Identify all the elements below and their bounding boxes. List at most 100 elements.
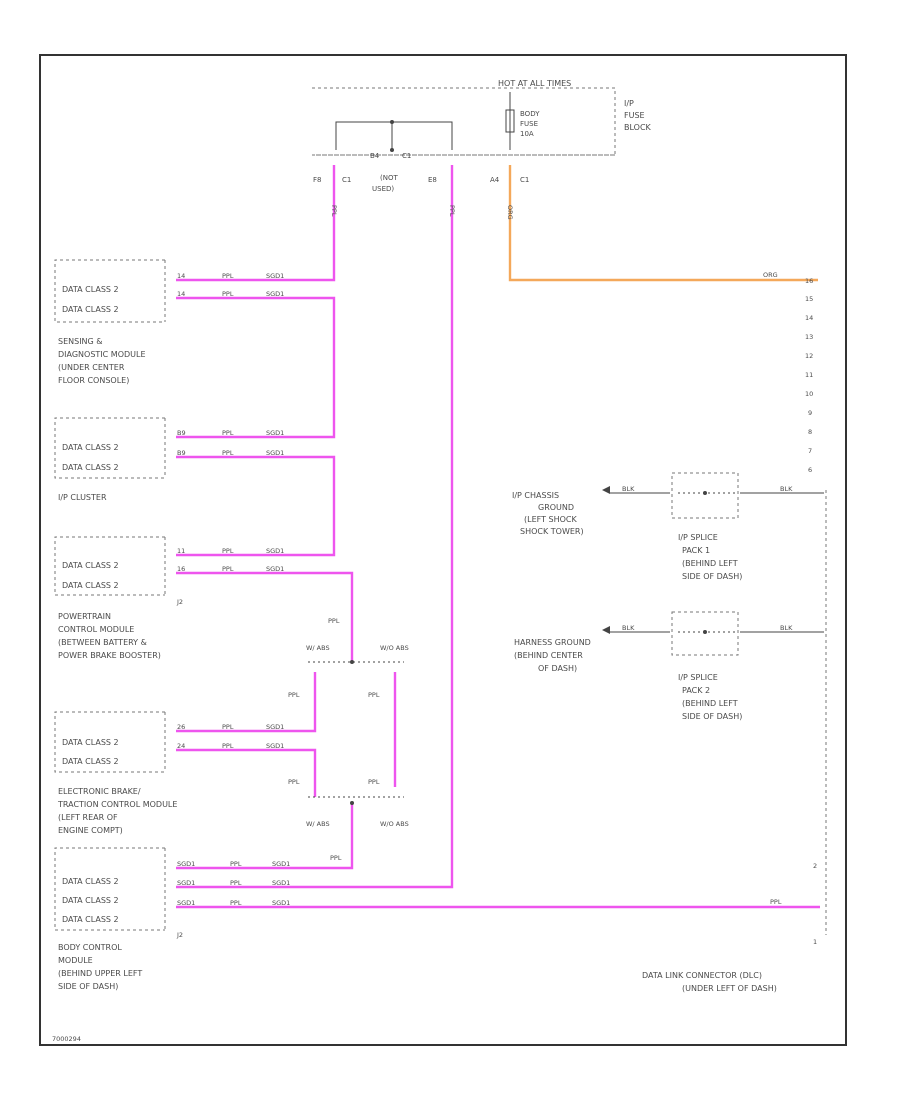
module-bcm-pin2: SGD1 [177, 879, 195, 887]
ground-1-name-3: (LEFT SHOCK [524, 515, 578, 524]
ground-2-name-2: (BEHIND CENTER [514, 651, 583, 660]
module-sdm: DATA CLASS 2 DATA CLASS 2 14 14 PPL PPL … [54, 259, 284, 385]
module-sdm-wire1: PPL [222, 272, 234, 280]
module-sdm-wire2: PPL [222, 290, 234, 298]
module-ebtcm-name-1: ELECTRONIC BRAKE/ [58, 787, 141, 796]
module-bcm-pin3-label: DATA CLASS 2 [62, 915, 119, 924]
module-cluster-name: I/P CLUSTER [58, 493, 107, 502]
module-bcm-name-2: MODULE [58, 956, 93, 965]
dlc-pin-13: 13 [805, 333, 813, 341]
wire-label-splice-3: PPL [368, 691, 380, 699]
module-bcm-conn: J2 [176, 931, 183, 939]
dlc-pin-2: 2 [813, 862, 817, 870]
ground-2-splice-3: (BEHIND LEFT [682, 699, 738, 708]
fuse-block-name-1: I/P [624, 99, 634, 108]
wire-label-splice-5: PPL [368, 778, 380, 786]
module-cluster-pin1: B9 [177, 429, 186, 437]
dlc-pin-8: 8 [808, 428, 812, 436]
wire-label-splice-4: PPL [288, 778, 300, 786]
wire-label-e8: PPL [448, 205, 456, 217]
module-ebtcm-gauge1: SGD1 [266, 723, 284, 731]
module-pcm-pin2: 16 [177, 565, 185, 573]
module-sdm-pin2: 14 [177, 290, 185, 298]
wire-label-splice-1: PPL [328, 617, 340, 625]
ground-1-splice-4: SIDE OF DASH) [682, 572, 742, 581]
data-wires [176, 165, 820, 909]
ground-2: BLK BLK HARNESS GROUND (BEHIND CENTER OF… [514, 611, 824, 721]
module-bcm-pin2-label: DATA CLASS 2 [62, 896, 119, 905]
dlc-pin-1: 1 [813, 938, 817, 946]
ground-1-splice-1: I/P SPLICE [678, 533, 718, 542]
module-bcm-gauge3: SGD1 [272, 899, 290, 907]
abs-top-left: W/ ABS [306, 644, 330, 652]
module-ebtcm-name-2: TRACTION CONTROL MODULE [57, 800, 177, 809]
module-sdm-name-3: (UNDER CENTER [58, 363, 125, 372]
module-sdm-pin1-label: DATA CLASS 2 [62, 285, 119, 294]
pin-a4-conn: C1 [520, 176, 529, 184]
wire-label-dlc-org: ORG [763, 271, 778, 279]
module-cluster-pin1-label: DATA CLASS 2 [62, 443, 119, 452]
module-ebtcm-pin1-label: DATA CLASS 2 [62, 738, 119, 747]
splice-note-1: (NOT [380, 174, 398, 182]
module-pcm-gauge2: SGD1 [266, 565, 284, 573]
ground-1-wire-b: BLK [780, 485, 793, 493]
dlc-pin-14: 14 [805, 314, 813, 322]
module-ebtcm-pin2: 24 [177, 742, 185, 750]
module-sdm-name-1: SENSING & [58, 337, 103, 346]
module-ebtcm-name-4: ENGINE COMPT) [58, 826, 123, 835]
module-pcm: DATA CLASS 2 DATA CLASS 2 11 16 PPL PPL … [54, 536, 284, 660]
module-bcm-name-1: BODY CONTROL [58, 943, 122, 952]
module-pcm-name-1: POWERTRAIN [58, 612, 111, 621]
module-cluster-pin2: B9 [177, 449, 186, 457]
bus-label-b4: B4 [370, 152, 380, 160]
module-sdm-name-4: FLOOR CONSOLE) [58, 376, 129, 385]
module-sdm-pin1: 14 [177, 272, 185, 280]
wire-label-f8: PPL [330, 205, 338, 217]
dlc-pin-7: 7 [808, 447, 812, 455]
ground-2-wire-b: BLK [780, 624, 793, 632]
module-ebtcm-gauge2: SGD1 [266, 742, 284, 750]
dlc-name-2: (UNDER LEFT OF DASH) [682, 984, 777, 993]
pin-e8: E8 [428, 176, 437, 184]
abs-top-right: W/O ABS [380, 644, 409, 652]
module-bcm-pin3: SGD1 [177, 899, 195, 907]
module-cluster-wire1: PPL [222, 429, 234, 437]
module-cluster-wire2: PPL [222, 449, 234, 457]
ground-1: BLK BLK I/P CHASSIS GROUND (LEFT SHOCK S… [512, 472, 824, 581]
module-cluster-pin2-label: DATA CLASS 2 [62, 463, 119, 472]
module-sdm-name-2: DIAGNOSTIC MODULE [58, 350, 146, 359]
module-pcm-gauge1: SGD1 [266, 547, 284, 555]
wire-labels: PPL PPL ORG ORG PPL PPL PPL PPL PPL PPL … [288, 205, 782, 906]
fuse-sub: FUSE [520, 120, 538, 128]
ground-2-splice-4: SIDE OF DASH) [682, 712, 742, 721]
dlc: 16 15 14 13 12 11 10 9 8 7 6 2 1 DATA LI… [642, 277, 827, 993]
diagram-code: 7000294 [52, 1035, 81, 1043]
module-bcm-name-3: (BEHIND UPPER LEFT [58, 969, 142, 978]
module-cluster-gauge1: SGD1 [266, 429, 284, 437]
module-pcm-wire1: PPL [222, 547, 234, 555]
module-ebtcm-pin1: 26 [177, 723, 185, 731]
ground-2-name-3: OF DASH) [538, 664, 577, 673]
module-ebtcm-name-3: (LEFT REAR OF [58, 813, 118, 822]
ground-2-wire-a: BLK [622, 624, 635, 632]
ground-2-splice-2: PACK 2 [682, 686, 710, 695]
fuse-block-name-2: FUSE [624, 111, 645, 120]
module-bcm-pin1-label: DATA CLASS 2 [62, 877, 119, 886]
pin-f8-conn: C1 [342, 176, 351, 184]
dlc-pin-15: 15 [805, 295, 813, 303]
dlc-pin-12: 12 [805, 352, 813, 360]
ground-2-name-1: HARNESS GROUND [514, 638, 591, 647]
abs-bottom-left: W/ ABS [306, 820, 330, 828]
module-bcm-gauge2: SGD1 [272, 879, 290, 887]
dlc-pin-16: 16 [805, 277, 813, 285]
module-bcm-wire3: PPL [230, 899, 242, 907]
ground-1-splice-3: (BEHIND LEFT [682, 559, 738, 568]
fuse-name: BODY [520, 110, 540, 118]
module-sdm-pin2-label: DATA CLASS 2 [62, 305, 119, 314]
dlc-pin-9: 9 [808, 409, 812, 417]
ground-1-wire-a: BLK [622, 485, 635, 493]
fuse-block-name-3: BLOCK [624, 123, 652, 132]
module-ebtcm-wire2: PPL [222, 742, 234, 750]
dlc-name-1: DATA LINK CONNECTOR (DLC) [642, 971, 762, 980]
